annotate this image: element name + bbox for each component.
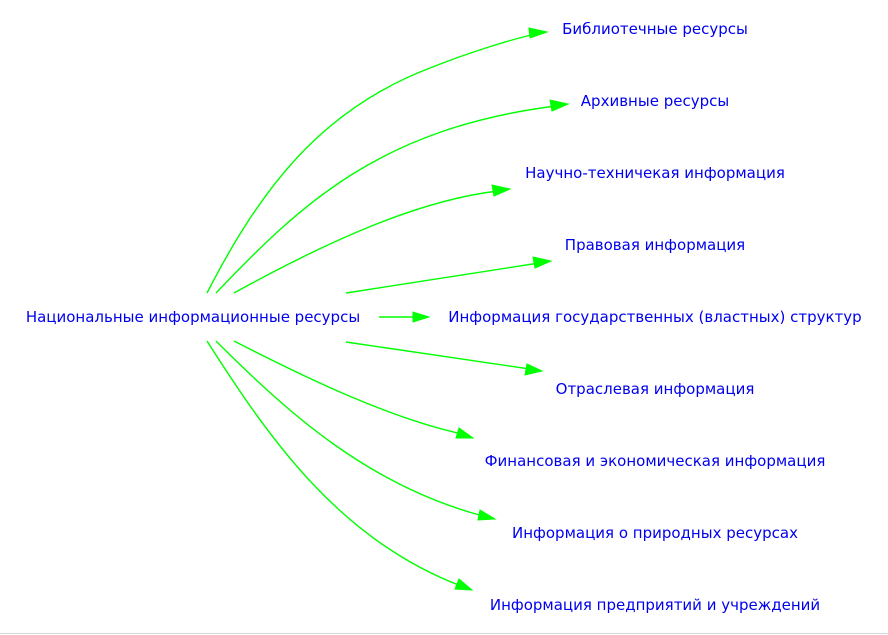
edge-industry xyxy=(345,341,531,370)
edge-archive xyxy=(215,105,557,294)
child-node-label-nature: Информация о природных ресурсах xyxy=(512,524,798,542)
arrowhead-legal xyxy=(532,256,553,269)
edges xyxy=(206,33,557,587)
arrowhead-nature xyxy=(477,509,497,521)
child-node-label-finance: Финансовая и экономическая информация xyxy=(485,452,826,470)
arrowhead-industry xyxy=(524,363,544,376)
child-node-label-archive: Архивные ресурсы xyxy=(581,92,729,110)
arrowhead-archive xyxy=(549,99,570,112)
arrowhead-enterprise xyxy=(454,578,474,591)
edge-finance xyxy=(233,340,463,435)
labels: Национальные информационные ресурсы Библ… xyxy=(26,20,862,614)
edge-nature xyxy=(215,340,484,517)
child-node-label-enterprise: Информация предприятий и учреждений xyxy=(490,596,820,614)
arrowhead-scitech xyxy=(491,184,512,197)
arrowheads xyxy=(412,27,570,591)
arrowhead-finance xyxy=(455,427,475,439)
child-node-label-scitech: Научно-техничекая информация xyxy=(525,164,785,182)
child-node-label-government: Информация государственных (властных) ст… xyxy=(448,308,861,326)
child-node-label-industry: Отраслевая информация xyxy=(556,380,755,398)
child-node-label-legal: Правовая информация xyxy=(565,236,745,254)
bottom-divider xyxy=(0,633,888,634)
edge-legal xyxy=(345,262,540,294)
arrowhead-government xyxy=(412,311,431,323)
edge-library xyxy=(206,33,536,294)
arrowhead-library xyxy=(528,27,549,39)
edge-scitech xyxy=(233,190,499,294)
edge-enterprise xyxy=(206,340,462,587)
child-node-label-library: Библиотечные ресурсы xyxy=(562,20,748,38)
root-node-label: Национальные информационные ресурсы xyxy=(26,308,360,326)
